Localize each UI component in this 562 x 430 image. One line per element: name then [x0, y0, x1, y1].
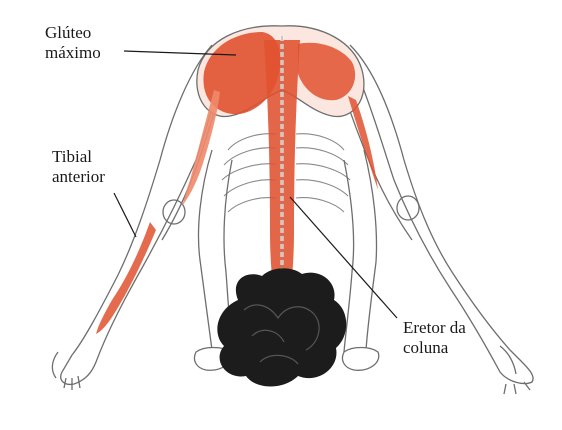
right-thigh-muscle — [348, 96, 378, 190]
pelvis — [196, 25, 365, 118]
gluteus-leader-line — [123, 50, 237, 56]
gluteus-maximus-label: Glúteo máximo — [45, 23, 101, 63]
erector-label-line2: coluna — [403, 338, 449, 357]
tibialis-leader-line — [113, 192, 137, 238]
head-hair — [217, 268, 347, 387]
gluteus-label-line1: Glúteo — [45, 23, 92, 42]
spine — [264, 36, 300, 292]
leader-lines — [113, 50, 398, 319]
tibialis-label-line2: anterior — [52, 167, 105, 186]
tibialis-anterior-label: Tibial anterior — [52, 147, 105, 187]
erector-label-line1: Eretor da — [403, 318, 466, 337]
tibialis-label-line1: Tibial — [52, 147, 93, 166]
erector-spinae-label: Eretor da coluna — [403, 318, 466, 358]
erector-leader-line — [289, 196, 398, 319]
left-thigh-muscle — [182, 90, 220, 206]
tibialis-anterior-muscle — [96, 222, 156, 334]
gluteus-label-line2: máximo — [45, 43, 101, 62]
